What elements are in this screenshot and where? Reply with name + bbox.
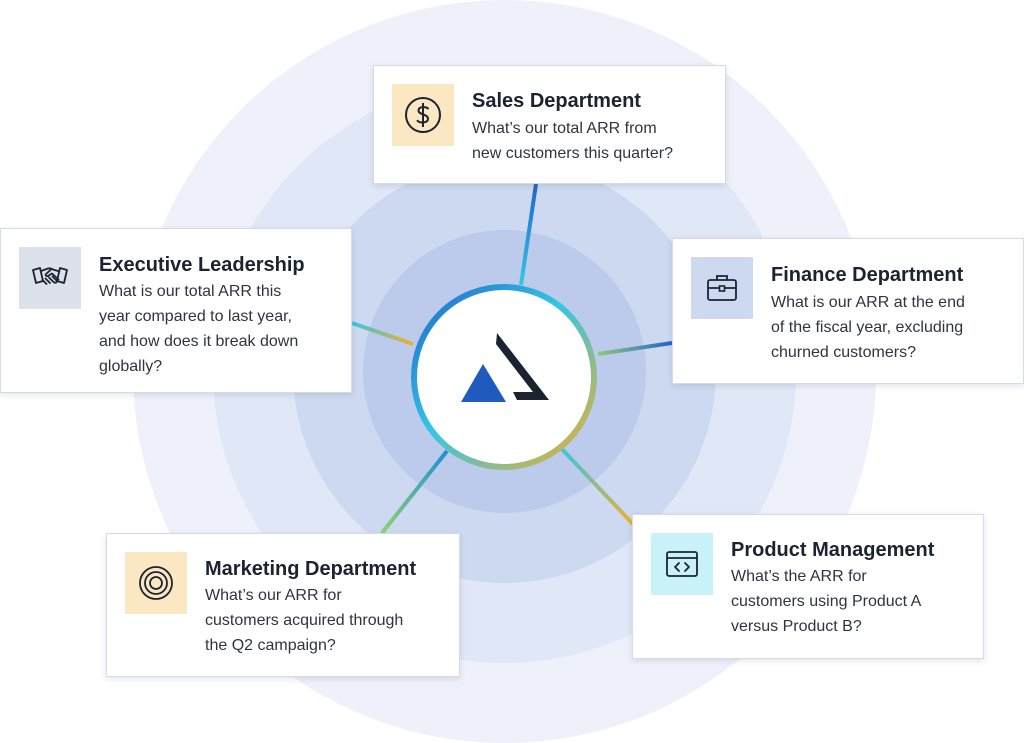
card-question: What’s the ARR for customers using Produ…: [731, 568, 922, 635]
card-question: What is our ARR at the end of the fiscal…: [771, 294, 965, 361]
central-hub: [409, 282, 599, 472]
card-question: What is our total ARR this year compared…: [99, 283, 299, 375]
card-question: What’s our ARR for customers acquired th…: [205, 587, 404, 654]
connector-marketing: [380, 449, 449, 535]
card-executive-leadership: Executive Leadership What is our total A…: [0, 228, 352, 393]
card-title: Marketing Department: [205, 558, 417, 580]
card-title: Product Management: [731, 539, 935, 561]
card-title: Executive Leadership: [99, 254, 305, 276]
dollar-icon: [392, 84, 454, 146]
connector-product: [558, 445, 635, 526]
briefcase-icon: [691, 257, 753, 319]
card-finance-department: Finance Department What is our ARR at th…: [672, 238, 1024, 384]
code-window-icon: [651, 533, 713, 595]
card-title: Sales Department: [472, 90, 641, 112]
connector-executive: [351, 321, 414, 346]
card-sales-department: Sales Department What’s our total ARR fr…: [373, 65, 726, 184]
target-icon: [125, 552, 187, 614]
connector-finance: [597, 341, 673, 356]
handshake-icon: [19, 247, 81, 309]
card-title: Finance Department: [771, 264, 964, 286]
card-marketing-department: Marketing Department What’s our ARR for …: [106, 533, 460, 677]
card-question: What’s our total ARR from new customers …: [472, 120, 673, 162]
connector-sales: [519, 183, 538, 286]
card-product-management: Product Management What’s the ARR for cu…: [632, 514, 984, 659]
company-logo: [461, 333, 549, 402]
